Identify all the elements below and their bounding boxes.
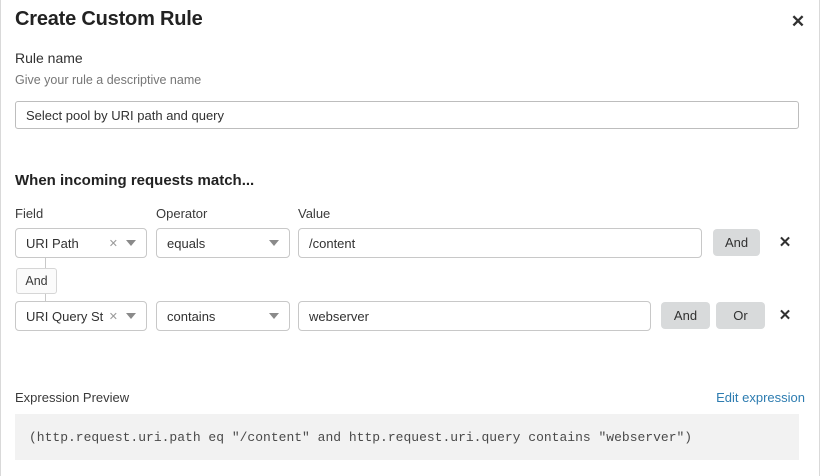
edit-expression-link[interactable]: Edit expression xyxy=(716,390,805,405)
field-select-value: URI Path xyxy=(26,235,79,251)
value-input[interactable] xyxy=(298,301,651,331)
chevron-down-icon xyxy=(269,313,279,319)
field-select-value: URI Query St... xyxy=(26,308,104,324)
rule-name-input[interactable] xyxy=(15,101,799,129)
field-select[interactable]: URI Query St... ✕ xyxy=(15,301,147,331)
conditions-heading: When incoming requests match... xyxy=(15,172,255,189)
condition-row: URI Path ✕ equals And ✕ xyxy=(1,228,819,258)
condition-connector: And xyxy=(15,258,135,305)
clear-icon[interactable]: ✕ xyxy=(108,237,118,250)
chevron-down-icon xyxy=(126,313,136,319)
chevron-down-icon xyxy=(126,240,136,246)
chevron-down-icon xyxy=(269,240,279,246)
column-header-operator: Operator xyxy=(156,206,208,221)
operator-select[interactable]: equals xyxy=(156,228,290,258)
and-button[interactable]: And xyxy=(661,302,710,329)
clear-icon[interactable]: ✕ xyxy=(108,310,118,323)
page-title: Create Custom Rule xyxy=(15,8,203,30)
field-select[interactable]: URI Path ✕ xyxy=(15,228,147,258)
column-header-value: Value xyxy=(298,206,331,221)
delete-condition-button[interactable]: ✕ xyxy=(776,231,794,253)
value-input[interactable] xyxy=(298,228,702,258)
or-button[interactable]: Or xyxy=(716,302,765,329)
rule-name-label: Rule name xyxy=(15,50,83,66)
operator-select-value: equals xyxy=(167,235,206,251)
condition-row: URI Query St... ✕ contains And Or ✕ xyxy=(1,301,819,331)
connector-line-bottom xyxy=(45,294,46,304)
connector-and-chip[interactable]: And xyxy=(16,268,57,294)
column-header-field: Field xyxy=(15,206,44,221)
delete-condition-button[interactable]: ✕ xyxy=(776,304,794,326)
rule-name-help-text: Give your rule a descriptive name xyxy=(15,73,202,87)
close-icon[interactable]: ✕ xyxy=(785,8,811,34)
expression-preview-code: (http.request.uri.path eq "/content" and… xyxy=(15,414,799,460)
operator-select-value: contains xyxy=(167,308,216,324)
connector-line-top xyxy=(45,258,46,268)
and-button[interactable]: And xyxy=(713,229,760,256)
expression-preview-label: Expression Preview xyxy=(15,390,130,405)
operator-select[interactable]: contains xyxy=(156,301,290,331)
